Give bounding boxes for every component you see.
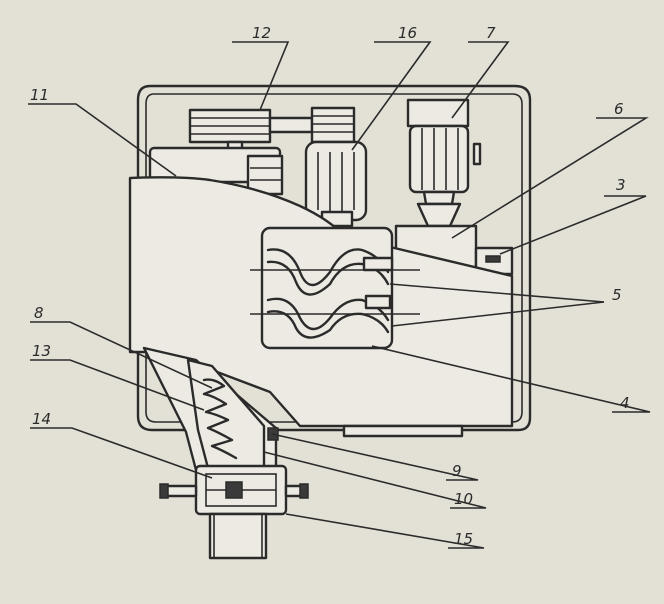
label-8: 8 [34, 304, 44, 322]
label-3: 3 [616, 176, 626, 194]
label-10: 10 [454, 490, 473, 508]
outer-housing [136, 84, 532, 432]
label-15: 15 [454, 530, 473, 548]
label-13: 13 [32, 342, 51, 360]
label-11: 11 [30, 86, 49, 104]
part-14-outlet-valve [159, 464, 309, 560]
part-11-drive-block [148, 146, 284, 196]
leader-lines [28, 41, 651, 549]
label-5: 5 [612, 286, 622, 304]
part-16-fan-unit [304, 140, 368, 228]
label-7: 7 [486, 24, 496, 42]
label-16: 16 [398, 24, 417, 42]
label-9: 9 [452, 462, 462, 480]
part-12-top-unit [188, 106, 356, 154]
label-14: 14 [32, 410, 51, 428]
label-12: 12 [252, 24, 271, 42]
label-4: 4 [620, 394, 630, 412]
part-4-base-plate [342, 424, 464, 438]
label-6: 6 [614, 100, 624, 118]
part-5-screw-chamber [250, 226, 420, 350]
part-7-motor [406, 98, 482, 228]
